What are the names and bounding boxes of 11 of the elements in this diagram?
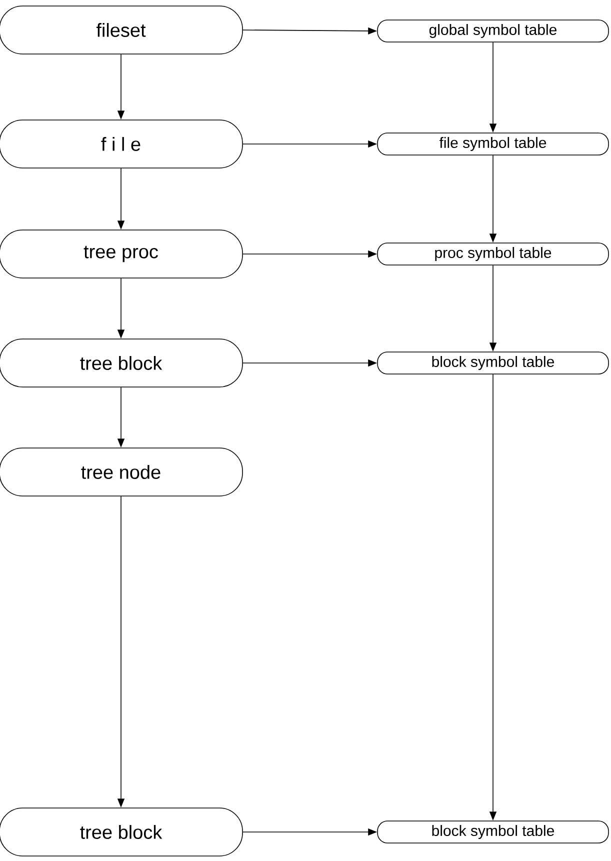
symbol-table-box: block symbol table — [377, 820, 609, 844]
symbol-table-box: block symbol table — [377, 352, 609, 374]
process-box: tree block — [0, 338, 243, 388]
process-box: tree proc — [0, 230, 243, 278]
process-box: f i l e — [0, 120, 243, 168]
process-box: fileset — [0, 6, 243, 54]
process-box: tree block — [0, 808, 243, 856]
symbol-table-box: file symbol table — [377, 132, 609, 156]
symbol-table-box: global symbol table — [377, 20, 609, 42]
symbol-table-box: proc symbol table — [377, 242, 609, 266]
process-box: tree node — [0, 448, 243, 496]
